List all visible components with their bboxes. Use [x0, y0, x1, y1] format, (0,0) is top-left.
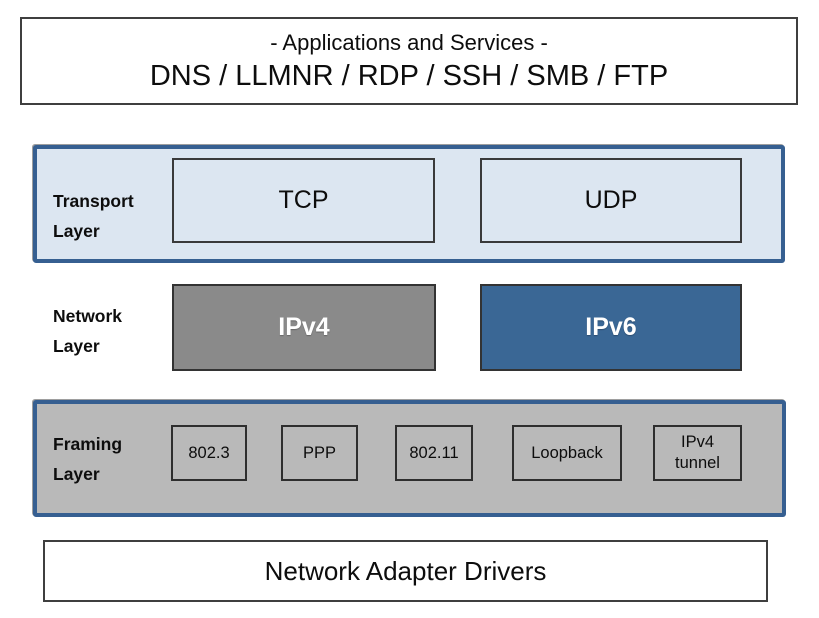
- ipv4-box: IPv4: [172, 284, 436, 371]
- udp-label: UDP: [584, 186, 638, 214]
- udp-box: UDP: [480, 158, 742, 243]
- transport-layer-label-line1: Transport: [53, 191, 134, 211]
- frame-802-3-label: 802.3: [188, 443, 230, 462]
- frame-ppp-box: PPP: [281, 425, 358, 481]
- framing-layer-label-line1: Framing: [53, 434, 123, 454]
- frame-loopback-box: Loopback: [512, 425, 622, 481]
- framing-layer-label-line2: Layer: [53, 464, 100, 484]
- frame-802-11-label: 802.11: [409, 443, 459, 462]
- network-layer-label-line1: Network: [53, 306, 123, 326]
- frame-ppp-label: PPP: [302, 443, 337, 462]
- network-layer-label-line2: Layer: [53, 336, 100, 356]
- network-adapter-drivers-box: Network Adapter Drivers: [43, 540, 768, 602]
- frame-loopback-label: Loopback: [531, 443, 603, 462]
- network-adapter-drivers-label: Network Adapter Drivers: [264, 555, 547, 586]
- frame-ipv4-tunnel-label: IPv4 tunnel: [675, 433, 720, 472]
- transport-layer-label-line2: Layer: [53, 221, 100, 241]
- framing-layer-label: Framing Layer: [53, 429, 122, 489]
- ipv4-label: IPv4: [278, 313, 330, 341]
- network-layer-label: Network Layer: [53, 301, 122, 361]
- tcp-box: TCP: [172, 158, 435, 243]
- frame-802-11-box: 802.11: [395, 425, 473, 481]
- tcp-label: TCP: [278, 186, 329, 214]
- transport-layer-label: Transport Layer: [53, 186, 134, 246]
- applications-services-title: - Applications and Services -: [270, 30, 548, 55]
- frame-802-3-box: 802.3: [171, 425, 247, 481]
- ipv6-label: IPv6: [585, 313, 637, 341]
- applications-protocol-list: DNS / LLMNR / RDP / SSH / SMB / FTP: [149, 60, 669, 92]
- ipv6-box: IPv6: [480, 284, 742, 371]
- applications-services-box: - Applications and Services - DNS / LLMN…: [20, 17, 798, 105]
- frame-ipv4-tunnel-box: IPv4 tunnel: [653, 425, 742, 481]
